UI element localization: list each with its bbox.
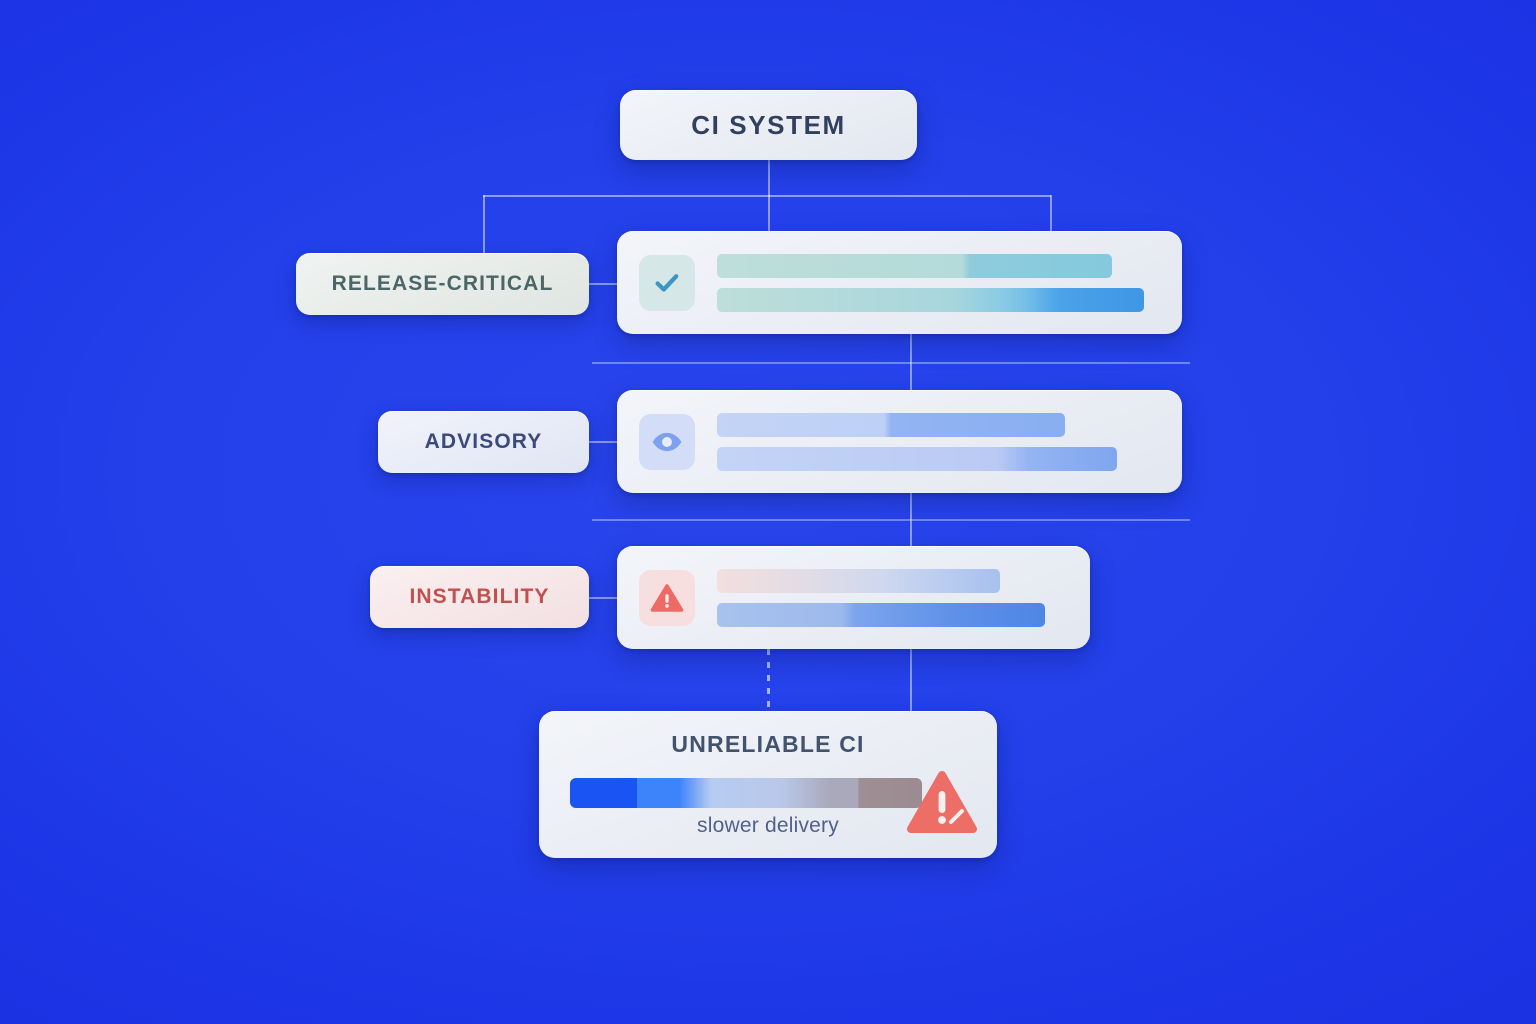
check-icon-container: [639, 254, 695, 311]
eye-icon-container: [639, 413, 695, 470]
connector-root-stem: [768, 160, 770, 196]
outcome-meter-wrap: [539, 771, 997, 833]
connector-instability-to-outcome: [910, 649, 912, 711]
branch-card-instability[interactable]: [617, 546, 1090, 649]
root-node-ci-system[interactable]: CI SYSTEM: [620, 90, 917, 160]
advisory-bar-2: [717, 446, 1117, 471]
release-critical-bar-2: [717, 287, 1144, 312]
alert-warning-triangle-icon: [907, 771, 977, 833]
connector-bus-to-release-card-left: [768, 195, 770, 231]
connector-bus-to-release-pill: [483, 195, 485, 253]
connector-root-bus: [483, 195, 1051, 197]
branch-card-release-critical[interactable]: [617, 231, 1182, 334]
connector-advisory-to-instability: [910, 493, 912, 546]
branch-card-advisory[interactable]: [617, 390, 1182, 493]
advisory-bar-1: [717, 412, 1065, 437]
connector-release-pill-link: [589, 283, 617, 285]
release-critical-bar-group: [717, 253, 1182, 312]
outcome-node-caption: slower delivery: [697, 814, 839, 837]
connector-instability-pill-link: [589, 597, 617, 599]
check-icon: [655, 273, 679, 292]
label-pill-advisory-text: ADVISORY: [424, 430, 543, 453]
label-pill-release-critical-text: RELEASE-CRITICAL: [331, 272, 554, 295]
instability-bar-1: [717, 568, 1000, 593]
connector-divider-release-advisory: [592, 362, 1190, 364]
eye-icon: [652, 432, 682, 451]
connector-release-to-advisory: [910, 334, 912, 390]
outcome-node-title: UNRELIABLE CI: [671, 731, 865, 757]
release-critical-bar-1: [717, 253, 1112, 278]
outcome-node-unreliable-ci[interactable]: UNRELIABLE CI slower delivery: [539, 711, 997, 858]
label-pill-release-critical[interactable]: RELEASE-CRITICAL: [296, 253, 589, 315]
instability-bar-2: [717, 602, 1045, 627]
connector-divider-advisory-instability: [592, 519, 1190, 521]
degradation-meter: [570, 778, 922, 808]
label-pill-instability-text: INSTABILITY: [409, 585, 550, 608]
label-pill-instability[interactable]: INSTABILITY: [370, 566, 589, 628]
warning-triangle-icon-container: [639, 569, 695, 626]
warning-triangle-icon: [650, 583, 684, 612]
root-node-title: CI SYSTEM: [691, 109, 846, 140]
connector-dotted-instability-to-outcome: [767, 649, 770, 711]
label-pill-advisory[interactable]: ADVISORY: [378, 411, 589, 473]
advisory-bar-group: [717, 412, 1182, 471]
connector-bus-to-release-card-right: [1050, 195, 1052, 231]
instability-bar-group: [717, 568, 1090, 627]
connector-advisory-pill-link: [589, 441, 617, 443]
